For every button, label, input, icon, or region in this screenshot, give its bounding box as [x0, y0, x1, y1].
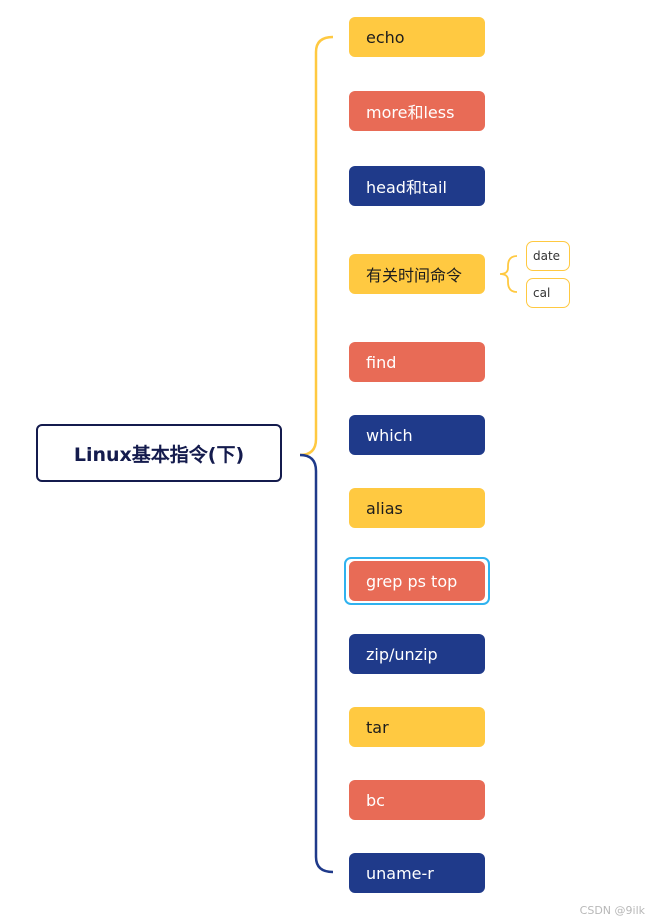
topic-label: find	[366, 352, 397, 372]
topic-head-tail[interactable]: head和tail	[349, 166, 485, 206]
topic-grep-ps-top[interactable]: grep ps top	[349, 561, 485, 601]
topic-more-less[interactable]: more和less	[349, 91, 485, 131]
topic-label: tar	[366, 717, 389, 737]
topic-find[interactable]: find	[349, 342, 485, 382]
topic-echo[interactable]: echo	[349, 17, 485, 57]
selection-frame	[344, 557, 490, 605]
root-topic[interactable]: Linux基本指令(下)	[36, 424, 282, 482]
topic-label: uname-r	[366, 863, 434, 883]
topic-label: head和tail	[366, 178, 447, 197]
topic-label: more和less	[366, 103, 455, 122]
topic-zip-unzip[interactable]: zip/unzip	[349, 634, 485, 674]
root-topic-label: Linux基本指令(下)	[73, 443, 245, 466]
topic-label: zip/unzip	[366, 644, 438, 664]
subtopic-cal[interactable]: cal	[526, 278, 570, 308]
connector-upper-bracket	[299, 35, 334, 457]
subtopic-label: cal	[533, 286, 551, 300]
subtopic-date[interactable]: date	[526, 241, 570, 271]
topic-label: echo	[366, 27, 405, 47]
subtopic-label: date	[533, 249, 561, 263]
topic-time-commands[interactable]: 有关时间命令	[349, 254, 485, 294]
topic-alias[interactable]: alias	[349, 488, 485, 528]
topic-label: bc	[366, 790, 385, 810]
topic-bc[interactable]: bc	[349, 780, 485, 820]
topic-tar[interactable]: tar	[349, 707, 485, 747]
topic-label: 有关时间命令	[366, 266, 463, 285]
topic-uname-r[interactable]: uname-r	[349, 853, 485, 893]
topic-which[interactable]: which	[349, 415, 485, 455]
watermark: CSDN @9ilk	[579, 904, 645, 917]
topic-label: alias	[366, 498, 403, 518]
topic-label: which	[366, 425, 413, 445]
topic-label: grep ps top	[366, 571, 458, 591]
connector-sub-bracket	[499, 255, 518, 293]
connector-lower-bracket	[299, 453, 334, 874]
